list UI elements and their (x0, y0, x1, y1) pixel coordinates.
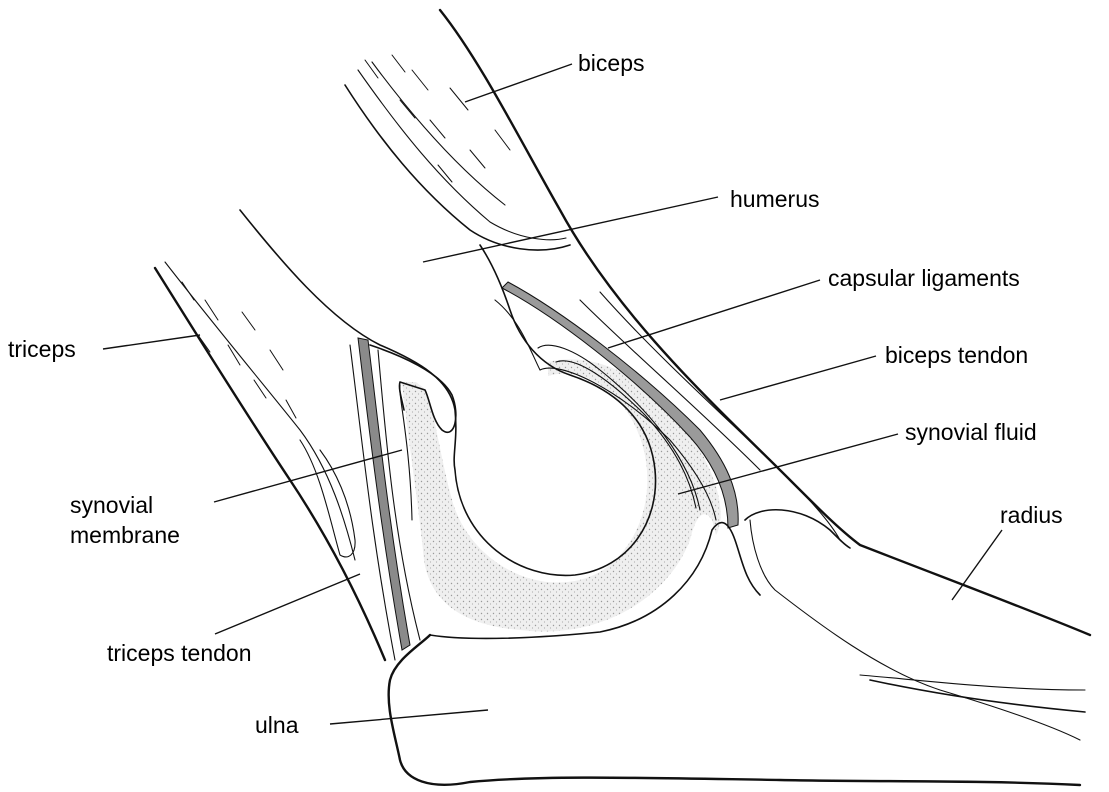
label-triceps: triceps (8, 336, 76, 362)
biceps-inner-line (358, 70, 566, 240)
label-synovial-fluid: synovial fluid (905, 419, 1037, 445)
label-synovial-membrane: synovial membrane (70, 490, 180, 550)
synovial-fluid-region (402, 359, 721, 631)
ulna-radius-boundary (860, 675, 1085, 690)
biceps-hatching (365, 55, 510, 182)
anterior-arm-outline (440, 10, 1090, 635)
ulna-outline (389, 635, 1080, 785)
radius-head-outline (745, 510, 850, 548)
leader-humerus (423, 197, 718, 262)
label-humerus: humerus (730, 186, 819, 212)
radius-lower-border (870, 680, 1085, 712)
leader-synovial-membrane (214, 450, 402, 502)
leader-ulna (330, 710, 488, 724)
label-ulna: ulna (255, 712, 298, 738)
label-capsular-ligaments: capsular ligaments (828, 265, 1020, 291)
biceps-fiber-line (372, 62, 505, 205)
label-biceps-tendon: biceps tendon (885, 342, 1028, 368)
leader-capsular-ligaments (608, 280, 820, 348)
leader-biceps-tendon (720, 356, 876, 400)
label-triceps-tendon: triceps tendon (107, 640, 251, 666)
label-biceps: biceps (578, 50, 644, 76)
label-radius: radius (1000, 502, 1063, 528)
leader-triceps-tendon (215, 574, 360, 634)
triceps-hatching (182, 282, 296, 418)
leader-triceps (103, 335, 200, 349)
synovial-membrane-band (358, 338, 410, 650)
